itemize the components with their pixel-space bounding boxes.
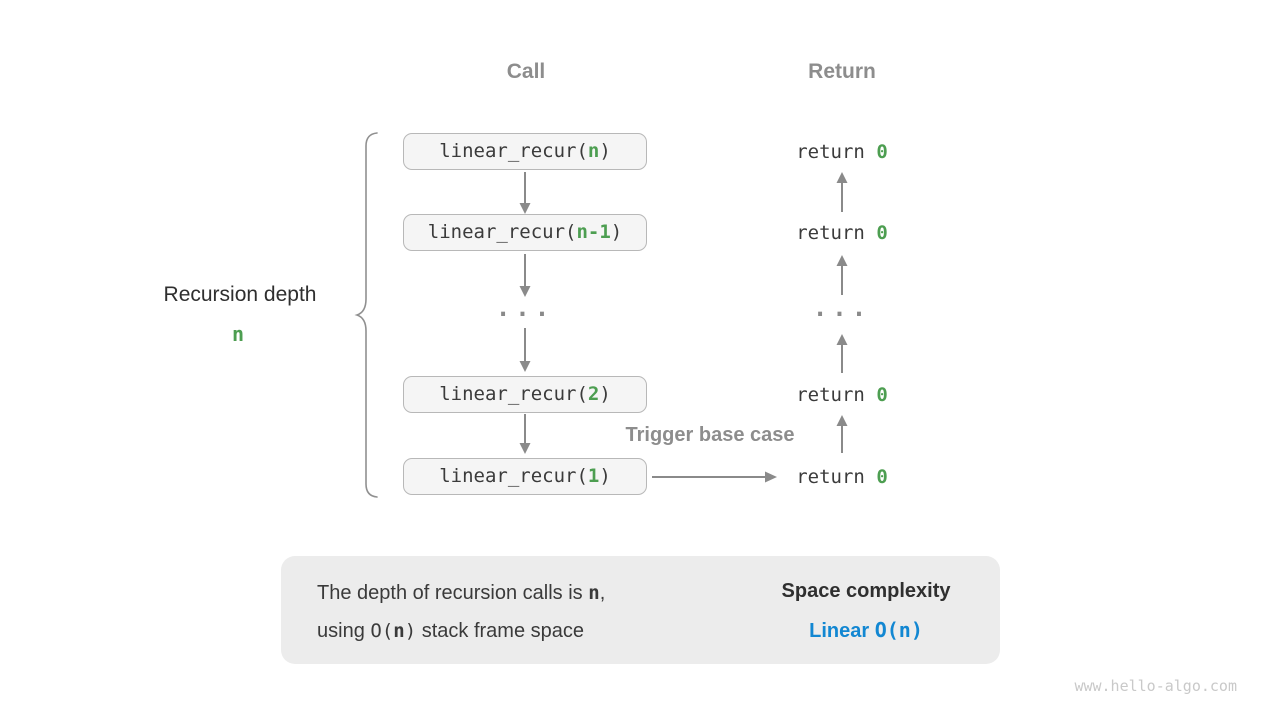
summary-line1-n: n: [588, 582, 600, 604]
call-box-n-1-arg: n-1: [576, 221, 611, 243]
summary-panel: [281, 556, 1000, 664]
complexity-code-pre: O(: [874, 618, 899, 642]
return-keyword-4: return: [796, 466, 877, 488]
call-down-arrow-3: [519, 328, 531, 372]
summary-line-2: using O(n) stack frame space: [317, 618, 584, 644]
base-case-arrow: [652, 471, 777, 483]
summary-line-1: The depth of recursion calls is n,: [317, 580, 605, 606]
call-box-2: linear_recur(2): [403, 376, 647, 413]
summary-line2-suffix: stack frame space: [416, 620, 585, 642]
summary-line2-prefix: using: [317, 620, 371, 642]
space-complexity-value: Linear O(n): [746, 618, 986, 643]
return-column-header: Return: [808, 60, 876, 83]
return-value-2: 0: [876, 222, 888, 244]
return-row-2: return 0: [762, 220, 922, 246]
return-value-4: 0: [876, 466, 888, 488]
call-box-2-arg: 2: [587, 383, 600, 405]
summary-line1-text: The depth of recursion calls is: [317, 582, 589, 604]
summary-line1-suffix: ,: [599, 582, 606, 604]
return-up-arrow-4: [836, 415, 848, 453]
call-box-1-arg: 1: [587, 465, 600, 487]
recursion-depth-brace-icon: [354, 132, 378, 498]
return-value-3: 0: [876, 384, 888, 406]
call-down-arrow-1: [519, 172, 531, 214]
call-box-1-pre: linear_recur(: [439, 465, 588, 487]
return-keyword-3: return: [796, 384, 877, 406]
return-keyword-2: return: [796, 222, 877, 244]
space-complexity-title: Space complexity: [781, 580, 951, 602]
recursion-depth-label: Recursion depth: [163, 283, 317, 306]
return-up-arrow-2: [836, 255, 848, 295]
call-box-n-1-post: ): [610, 221, 623, 243]
call-box-n-1-pre: linear_recur(: [427, 221, 577, 243]
watermark: www.hello-algo.com: [1074, 677, 1237, 695]
call-box-n-pre: linear_recur(: [439, 140, 588, 162]
return-row-4: return 0: [762, 464, 922, 490]
return-up-arrow-1: [836, 172, 848, 212]
complexity-code-post: ): [910, 618, 923, 642]
call-box-1-post: ): [599, 465, 611, 487]
return-row-1: return 0: [762, 139, 922, 165]
return-row-3: return 0: [762, 382, 922, 408]
summary-line2-code-post: ): [404, 620, 417, 642]
return-column-ellipsis: ...: [812, 294, 872, 322]
summary-line2-code-pre: O(: [370, 620, 394, 642]
call-down-arrow-2: [519, 254, 531, 297]
call-box-n-arg: n: [587, 140, 600, 162]
summary-line2-n: n: [393, 620, 405, 642]
return-value-1: 0: [876, 141, 888, 163]
return-up-arrow-3: [836, 334, 848, 373]
complexity-code-n: n: [898, 618, 911, 642]
recursion-depth-value: n: [231, 322, 245, 346]
call-box-n-1: linear_recur(n-1): [403, 214, 647, 251]
call-column-ellipsis: ...: [495, 294, 555, 322]
call-box-2-pre: linear_recur(: [439, 383, 588, 405]
call-column-header: Call: [506, 60, 546, 83]
return-keyword-1: return: [796, 141, 877, 163]
complexity-label: Linear: [809, 620, 870, 642]
call-box-n-post: ): [599, 140, 611, 162]
call-box-1: linear_recur(1): [403, 458, 647, 495]
trigger-base-case-label: Trigger base case: [625, 424, 795, 446]
call-box-n: linear_recur(n): [403, 133, 647, 170]
call-down-arrow-4: [519, 414, 531, 454]
call-box-2-post: ): [599, 383, 611, 405]
